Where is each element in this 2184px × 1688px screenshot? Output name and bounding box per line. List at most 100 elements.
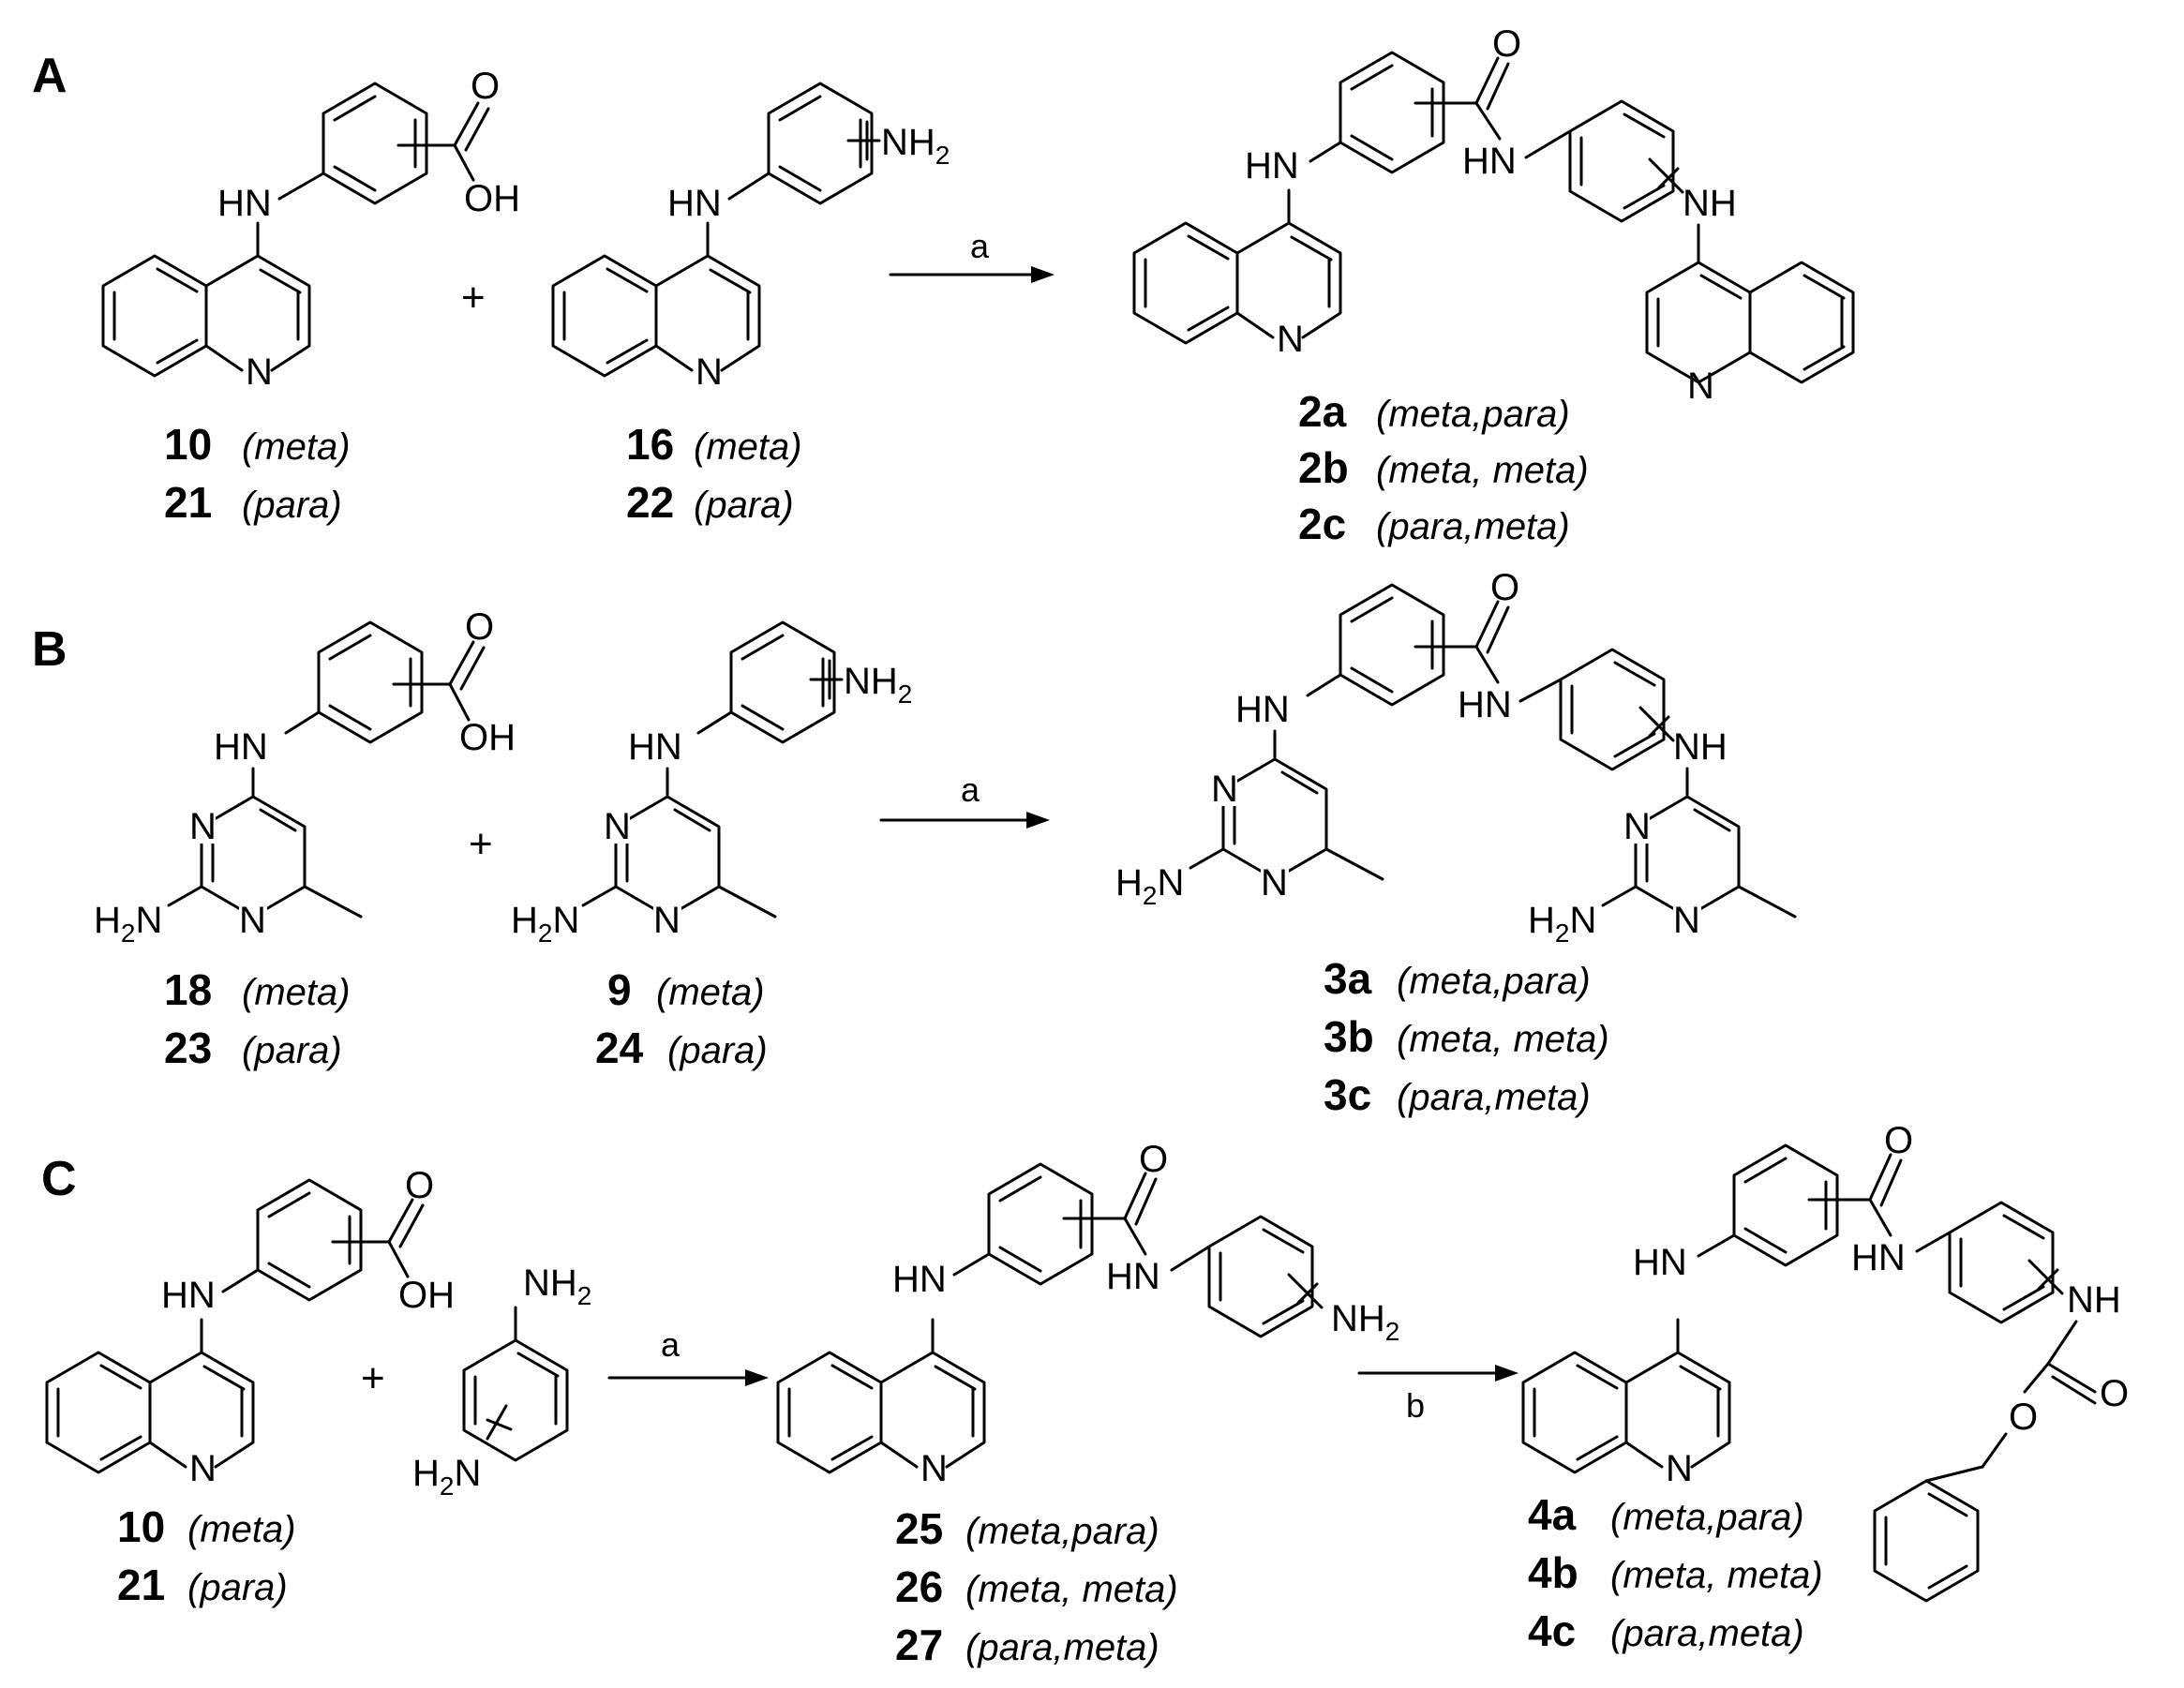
cpd-label: 3b	[1324, 1012, 1374, 1061]
atom-oh: OH	[398, 1275, 455, 1316]
cpd-label: 9	[607, 965, 632, 1014]
reagent-a: a	[961, 770, 980, 809]
atom-nh2: NH2	[881, 122, 950, 170]
atom-n-quinoline: N	[920, 1448, 948, 1489]
compound-c-intermediate: N HN O HN NH2	[776, 1139, 1399, 1489]
position-label: (meta,para)	[965, 1511, 1159, 1552]
position-label: (para)	[694, 485, 794, 526]
cpd-label: 18	[164, 965, 212, 1014]
atom-nh: NH	[1683, 183, 1737, 224]
position-label: (meta)	[656, 972, 765, 1013]
plus-sign: +	[461, 275, 486, 321]
position-label: (meta)	[242, 972, 351, 1013]
position-label: (meta)	[694, 426, 802, 468]
cpd-label: 10	[117, 1502, 165, 1551]
compound-b-acid: O OH HN N N H2N	[94, 606, 516, 948]
reagent-b: b	[1406, 1386, 1425, 1425]
atom-o: O	[1884, 1120, 1913, 1161]
cpd-label: 3a	[1324, 954, 1372, 1003]
cpd-label: 4c	[1528, 1606, 1576, 1655]
atom-n: N	[1673, 900, 1700, 941]
atom-n-quinoline: N	[1687, 366, 1714, 407]
atom-o: O	[2100, 1373, 2129, 1414]
atom-o: O	[1139, 1139, 1168, 1180]
cpd-label: 2a	[1298, 387, 1347, 436]
cpd-label: 21	[117, 1561, 165, 1609]
product-a: N HN O HN NH N	[1132, 23, 1855, 407]
position-label: (meta,para)	[1610, 1497, 1804, 1538]
atom-oh: OH	[459, 717, 516, 758]
atom-hn: HN	[1462, 141, 1517, 182]
atom-n-quinoline: N	[1666, 1448, 1693, 1489]
atom-hn: HN	[1458, 684, 1512, 725]
atom-nh2: NH2	[523, 1262, 591, 1310]
atom-n: N	[1211, 769, 1238, 810]
panel-label-a: A	[32, 49, 67, 103]
position-label: (meta, meta)	[965, 1569, 1178, 1610]
cpd-label: 3c	[1324, 1070, 1371, 1119]
atom-hn: HN	[667, 183, 722, 224]
atom-n: N	[239, 900, 266, 941]
compound-a-acid: N HN O OH	[101, 66, 520, 393]
atom-hn: HN	[1245, 145, 1299, 187]
atom-nh2: H2N	[412, 1453, 481, 1501]
compound-b-amine: NH2 HN N N H2N	[511, 620, 912, 948]
atom-o: O	[405, 1165, 434, 1206]
atom-o: O	[1490, 567, 1519, 608]
atom-n: N	[604, 806, 631, 847]
atom-nh2: NH2	[1331, 1298, 1399, 1346]
cpd-label: 4a	[1528, 1490, 1577, 1539]
atom-n: N	[189, 806, 217, 847]
panel-label-c: C	[41, 1152, 77, 1206]
atom-nh2: H2N	[511, 900, 579, 948]
position-label: (para,meta)	[1610, 1613, 1804, 1654]
product-c: N HN O HN NH O O	[1521, 1120, 2129, 1603]
atom-nh: NH	[1673, 726, 1728, 768]
position-label: (meta)	[187, 1509, 296, 1550]
reaction-arrow	[1357, 1365, 1518, 1382]
atom-hn: HN	[217, 183, 272, 224]
atom-n: N	[1623, 806, 1651, 847]
cpd-label: 2b	[1298, 443, 1349, 492]
compound-c-diamine: NH2 H2N	[412, 1262, 591, 1501]
cpd-label: 10	[164, 420, 212, 469]
position-label: (para)	[242, 485, 342, 526]
cpd-label: 2c	[1298, 500, 1346, 548]
position-label: (para,meta)	[965, 1627, 1159, 1668]
position-label: (para)	[667, 1030, 768, 1071]
product-b: O HN NH HN N N H2N N N H	[1115, 567, 1797, 948]
cpd-label: 25	[895, 1504, 943, 1553]
atom-hn: HN	[628, 726, 682, 768]
atom-n-quinoline: N	[189, 1448, 217, 1489]
atom-oh: OH	[464, 178, 520, 219]
atom-nh2: NH2	[844, 661, 912, 709]
cpd-label: 16	[626, 420, 674, 469]
position-label: (para,meta)	[1397, 1077, 1591, 1118]
reaction-arrow	[607, 1369, 769, 1386]
atom-o: O	[465, 606, 494, 648]
cpd-label: 22	[626, 478, 674, 527]
atom-n-quinoline: N	[246, 351, 273, 393]
cpd-label: 26	[895, 1562, 943, 1611]
panel-label-b: B	[32, 622, 67, 677]
atom-hn: HN	[1106, 1256, 1160, 1297]
cpd-label: 21	[164, 478, 212, 527]
atom-o: O	[2009, 1397, 2038, 1438]
position-label: (meta, meta)	[1610, 1555, 1823, 1596]
position-label: (para)	[242, 1030, 342, 1071]
atom-o: O	[471, 66, 500, 107]
cpd-label: 27	[895, 1621, 943, 1669]
compound-a-amine: N HN NH2	[551, 82, 950, 393]
atom-nh2: H2N	[1115, 862, 1184, 910]
cpd-label: 4b	[1528, 1548, 1578, 1597]
atom-hn: HN	[1235, 689, 1290, 730]
atom-n: N	[653, 900, 681, 941]
atom-nh2: H2N	[94, 900, 162, 948]
atom-n-quinoline: N	[1277, 319, 1304, 360]
atom-hn: HN	[1851, 1237, 1906, 1278]
position-label: (meta)	[242, 426, 351, 468]
atom-n: N	[1261, 862, 1288, 904]
reaction-arrow	[879, 812, 1050, 829]
reaction-arrow	[889, 266, 1055, 283]
